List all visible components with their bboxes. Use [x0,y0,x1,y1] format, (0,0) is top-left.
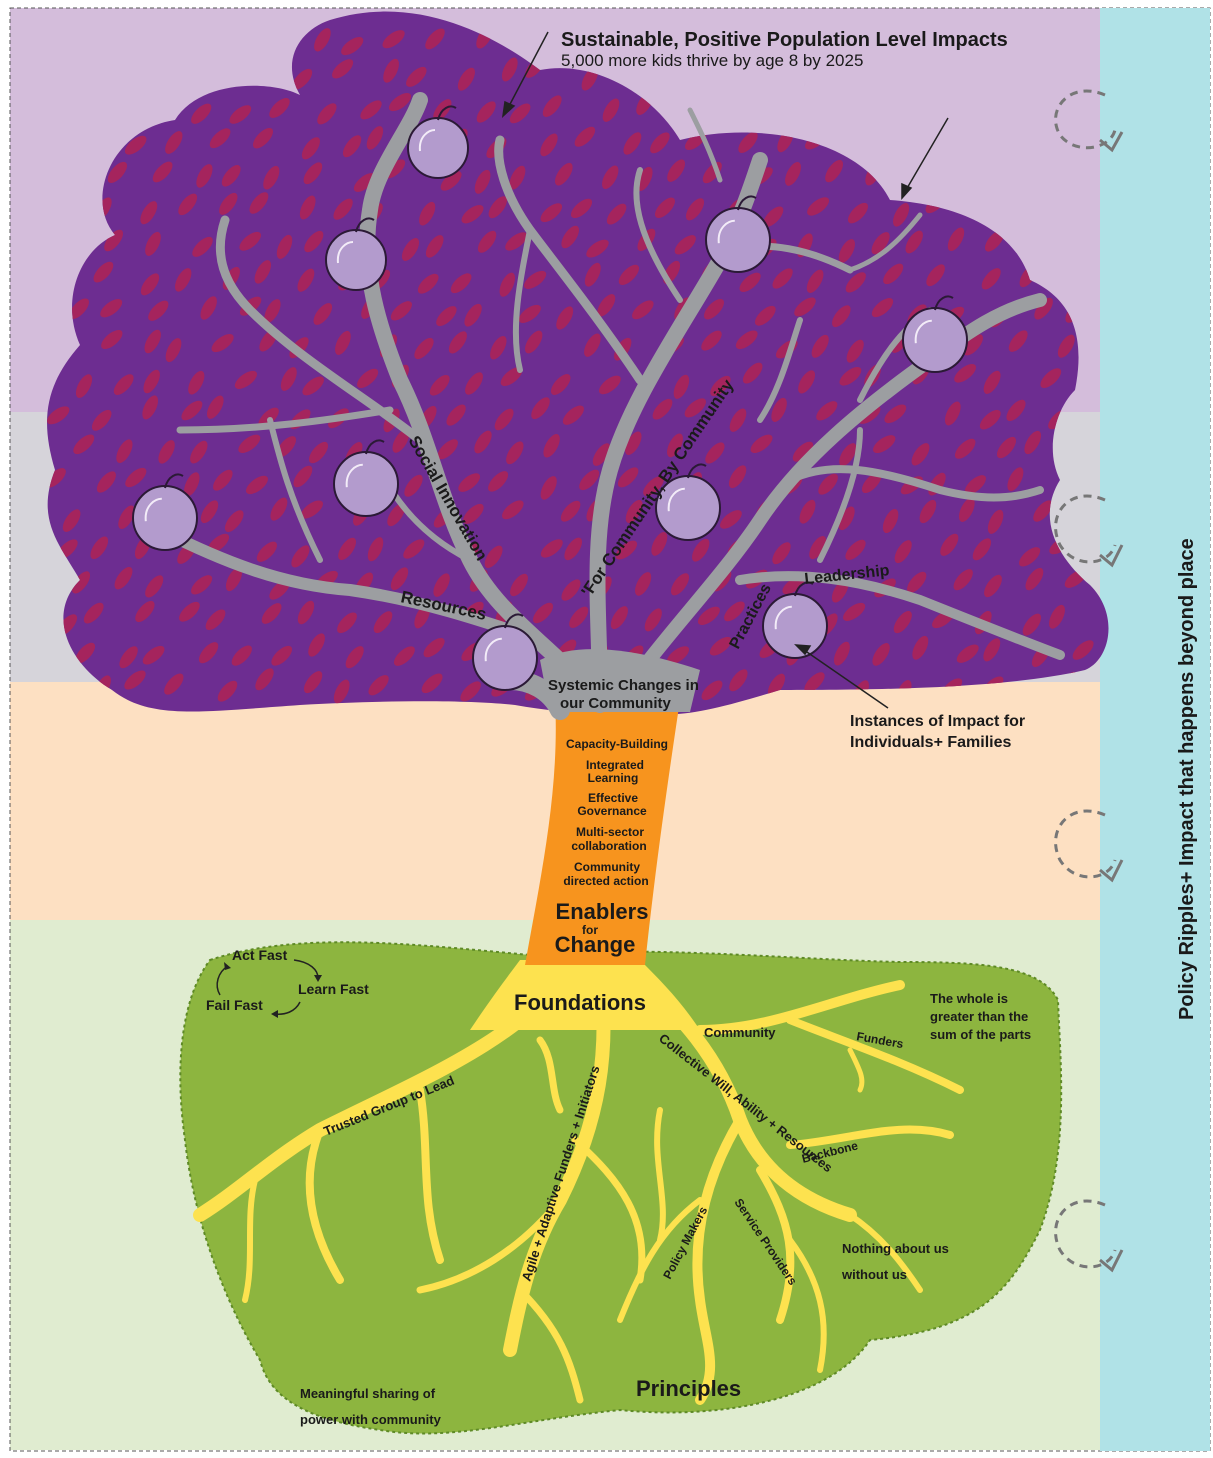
impact-note-line1: Instances of Impact for [850,713,1025,730]
cycle-fail-fast: Fail Fast [206,997,263,1013]
enabler-item: Governance [577,804,647,818]
principle-nothing-1: Nothing about us [842,1241,949,1256]
root-community: Community [704,1025,776,1040]
policy-ripples-label: Policy Ripples+ Impact that happens beyo… [1176,538,1198,1020]
cycle-learn-fast: Learn Fast [298,981,369,997]
impact-title: Sustainable, Positive Population Level I… [561,29,1008,51]
principle-whole-2: greater than the [930,1009,1028,1024]
cycle-act-fast: Act Fast [232,947,288,963]
principle-meaningful-1: Meaningful sharing of [300,1386,436,1401]
enabler-item: collaboration [571,839,646,853]
foundations-heading: Foundations [514,990,646,1015]
change-heading: Change [555,932,636,957]
enabler-item: Effective [588,791,638,805]
principles-heading: Principles [636,1376,741,1401]
impact-note-line2: Individuals+ Families [850,734,1011,751]
enabler-item: Integrated [586,758,644,772]
enabler-item: directed action [563,874,648,888]
enabler-item: Capacity-Building [566,737,668,751]
enablers-heading: Enablers [556,899,649,924]
principle-whole-1: The whole is [930,991,1008,1006]
enabler-item: Multi-sector [576,825,644,839]
enabler-item: Community [574,860,640,874]
systemic-changes-line1: Systemic Changes in [548,677,699,694]
principle-nothing-2: without us [841,1267,907,1282]
systemic-changes-line2: our Community [560,695,671,712]
impact-subtitle: 5,000 more kids thrive by age 8 by 2025 [561,51,863,70]
principle-whole-3: sum of the parts [930,1027,1031,1042]
principle-meaningful-2: power with community [300,1412,442,1427]
enabler-item: Learning [588,771,639,785]
